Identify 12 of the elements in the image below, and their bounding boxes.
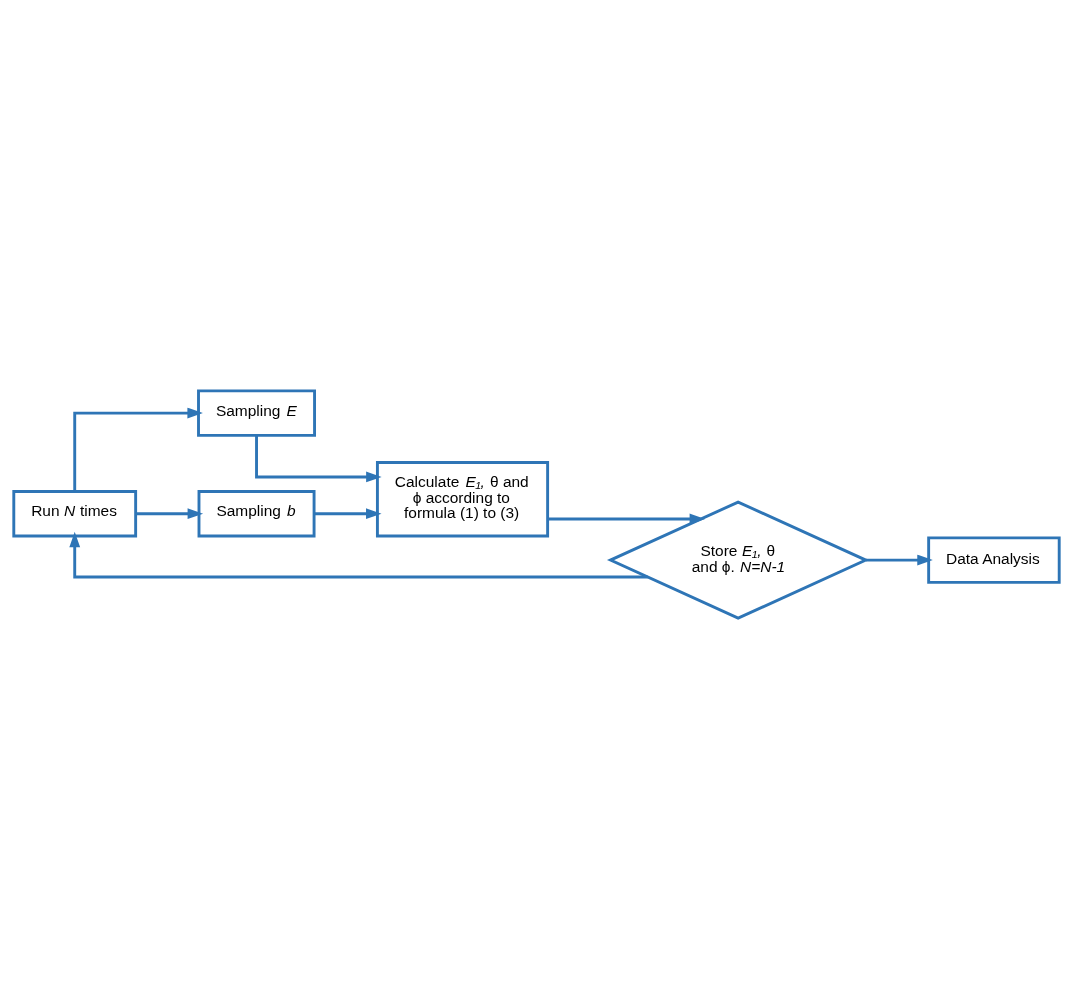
arrow bbox=[69, 531, 648, 578]
arrow bbox=[866, 554, 933, 566]
arrow bbox=[255, 434, 382, 482]
arrow bbox=[547, 513, 706, 524]
arrow bbox=[73, 407, 203, 491]
node-box: Sampling b bbox=[197, 489, 316, 537]
node-box: Calculate E₁, θ and ϕ according to formula (1) to (3) bbox=[375, 460, 550, 537]
node-box: Run N times bbox=[12, 489, 138, 537]
node-box: Data Analysis bbox=[927, 535, 1061, 584]
arrow bbox=[314, 507, 382, 519]
node-box: Sampling E bbox=[197, 388, 316, 437]
arrow bbox=[135, 507, 204, 519]
